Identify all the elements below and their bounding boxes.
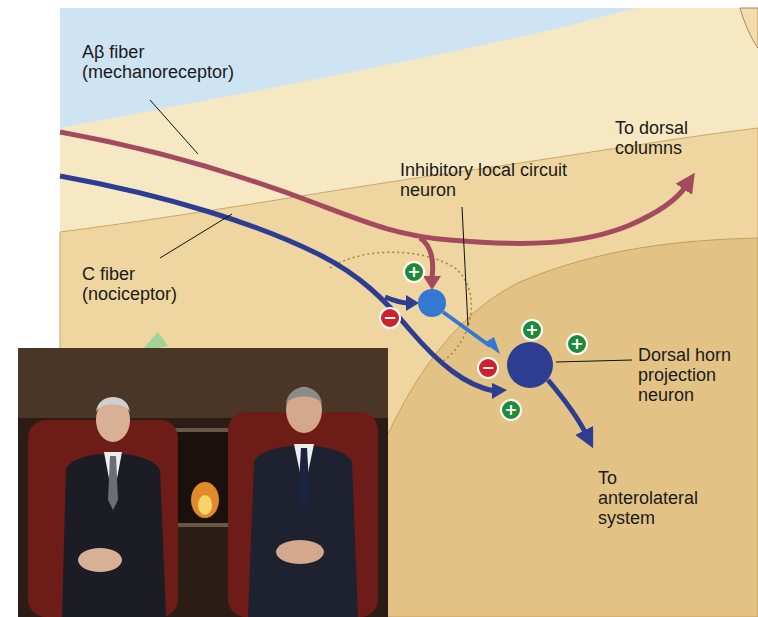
inhibitory-neuron [418,289,446,317]
synaptic-terminal [406,295,419,311]
neuron-label: Inhibitory local circuit neuron [400,160,590,200]
substantia-gelatinosa-boundary [330,252,471,362]
neuron-label: Dorsal horn projection neuron [638,345,750,405]
projection-axon [548,380,586,434]
fiber-label: C fiber (nociceptor) [82,264,202,304]
abeta-fiber [60,132,686,243]
leader-line [462,207,468,326]
inhibitory-sign: − [379,307,401,329]
destination-label: To dorsal columns [615,118,715,158]
leader-line [160,214,232,258]
deep-lamina [330,238,758,617]
excitatory-sign: + [521,319,543,341]
synaptic-terminal [423,276,441,290]
leader-line [150,100,198,154]
excitatory-sign: + [403,261,425,283]
excitatory-sign: + [500,399,522,421]
c-fiber-branch [385,297,408,303]
photograph [18,348,388,617]
inhibitory-sign: − [477,357,499,379]
cord-edge [740,8,758,48]
synaptic-terminal [492,383,507,399]
fiber-label: Aβ fiber (mechanoreceptor) [82,42,242,82]
projection-neuron [507,342,553,388]
destination-label: To anterolateral system [598,468,718,528]
leader-line [556,360,632,362]
synaptic-terminal [484,337,500,354]
excitatory-sign: + [566,333,588,355]
inhibitory-axon [443,312,490,346]
